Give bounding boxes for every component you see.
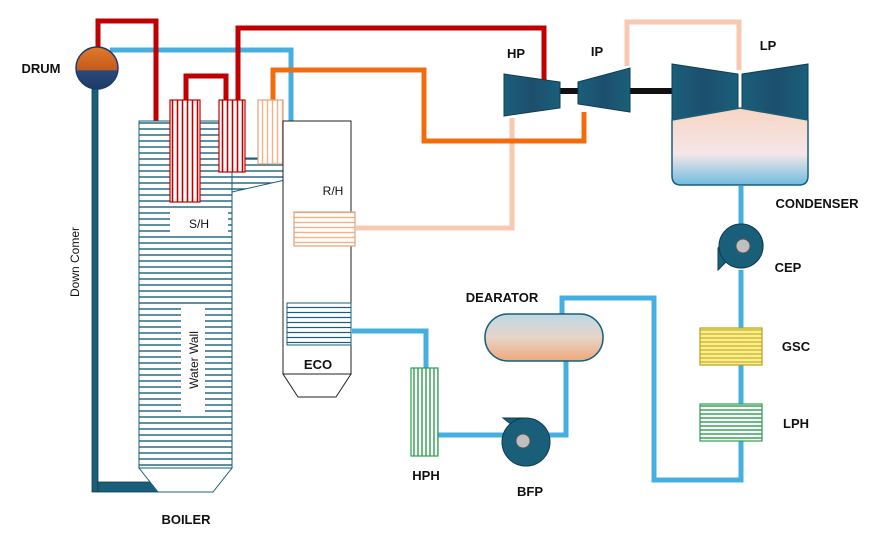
superheater-label-box (170, 212, 228, 236)
rh-to-ip-pipe (270, 67, 587, 144)
boiler-label: BOILER (161, 512, 211, 527)
lph-heater (699, 403, 763, 442)
superheater-coil-1 (169, 99, 201, 203)
gsc-heater (699, 327, 763, 366)
boiler-furnace (137, 120, 286, 493)
bfp-to-dearator-pipe (548, 360, 569, 438)
gsc-label: GSC (782, 339, 811, 354)
hp-turbine (503, 73, 561, 117)
drum-label: DRUM (22, 61, 61, 76)
hp-label: HP (507, 46, 525, 61)
bfp-pump (501, 417, 551, 467)
cep-label: CEP (775, 260, 802, 275)
hot-reheat-pipes (270, 67, 587, 144)
down-comer-label: Down Comer (68, 227, 82, 297)
condenser-vessel (671, 107, 809, 186)
superheater-label: S/H (189, 217, 209, 231)
ip-turbine (577, 67, 631, 113)
drum-vessel (75, 46, 119, 90)
economizer-label: ECO (304, 357, 332, 372)
hph-label: HPH (412, 468, 439, 483)
water-wall-label-box (181, 307, 205, 414)
ip-label: IP (591, 44, 604, 59)
superheater-coil-2 (218, 99, 246, 173)
lp-label: LP (760, 38, 777, 53)
hp-to-rh-pipe (356, 118, 515, 231)
economizer-coil (286, 302, 352, 346)
bfp-label: BFP (517, 484, 543, 499)
lph-label: LPH (783, 416, 809, 431)
sh-to-hp-pipe (235, 25, 547, 100)
water-wall-label: Water Wall (187, 331, 201, 389)
dearator-label: DEARATOR (466, 290, 539, 305)
second-pass-duct (282, 120, 352, 398)
reheater-coil-upper (257, 99, 284, 165)
reheater-coil-lower (293, 211, 356, 247)
sh-interconnect-pipe (183, 73, 229, 100)
reheater-label: R/H (323, 184, 344, 198)
dearator-vessel (484, 313, 604, 362)
hph-heater (410, 367, 439, 457)
dearator-to-lph-pipe (559, 295, 744, 483)
ip-to-lp-crossover (624, 19, 742, 70)
cep-pump (717, 223, 764, 272)
main-steam-pipes (95, 18, 547, 134)
eco-to-hph-pipe (352, 328, 429, 368)
condenser-label: CONDENSER (775, 196, 859, 211)
